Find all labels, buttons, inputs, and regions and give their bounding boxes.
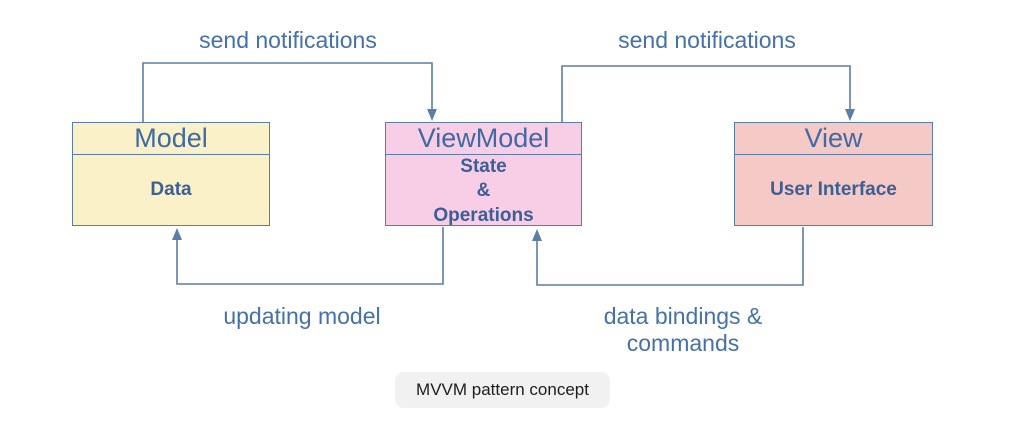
edge-label-updating-model: updating model bbox=[223, 303, 381, 329]
view-box: View User Interface bbox=[734, 122, 933, 226]
edge-model-to-viewmodel-arrowhead-icon bbox=[427, 109, 437, 121]
view-box-title: View bbox=[735, 123, 932, 155]
viewmodel-box: ViewModel State & Operations bbox=[385, 122, 582, 226]
model-box-body: Data bbox=[150, 178, 192, 200]
edge-label-send-notifications-right: send notifications bbox=[618, 27, 796, 53]
edge-viewmodel-to-view-arrowhead-icon bbox=[845, 109, 855, 121]
edge-model-to-viewmodel-line bbox=[142, 62, 433, 122]
diagram-caption: MVVM pattern concept bbox=[395, 372, 610, 408]
view-box-body: User Interface bbox=[770, 178, 897, 200]
viewmodel-box-title: ViewModel bbox=[386, 123, 581, 155]
edge-viewmodel-to-model-arrowhead-icon bbox=[172, 228, 182, 240]
edge-label-send-notifications-left: send notifications bbox=[199, 27, 377, 53]
edge-view-to-viewmodel-arrowhead-icon bbox=[532, 229, 542, 241]
model-box-title: Model bbox=[73, 123, 269, 155]
edge-viewmodel-to-model-line bbox=[176, 227, 444, 285]
model-box: Model Data bbox=[72, 122, 270, 226]
edge-label-data-bindings-commands: data bindings & commands bbox=[603, 303, 763, 357]
edge-viewmodel-to-view-line bbox=[561, 65, 851, 122]
edge-view-to-viewmodel-line bbox=[536, 227, 804, 286]
viewmodel-box-body: State & Operations bbox=[433, 156, 534, 226]
